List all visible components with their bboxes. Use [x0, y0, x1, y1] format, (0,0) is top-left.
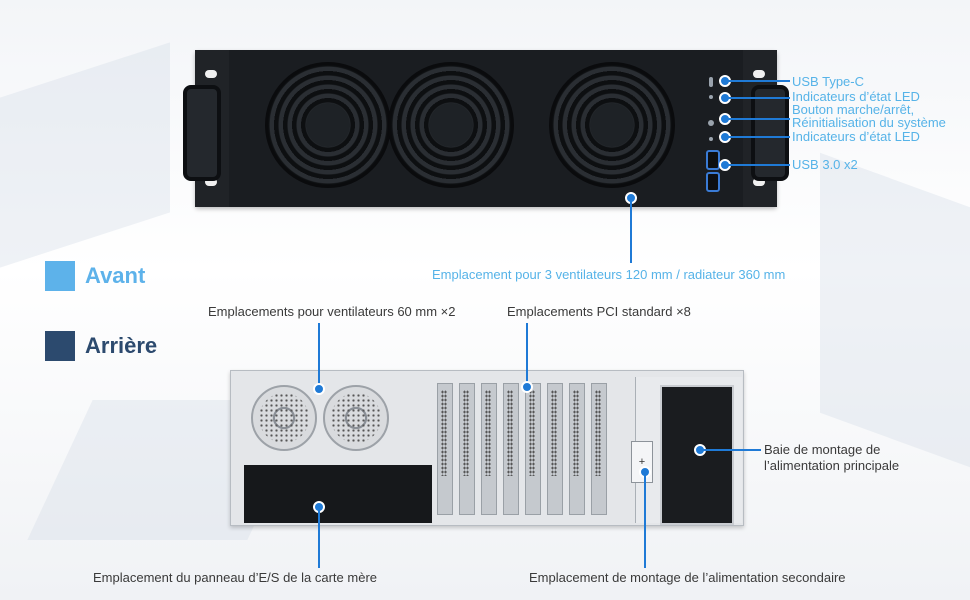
callout-line: [728, 118, 790, 120]
front-fan: [549, 62, 675, 188]
legend-rear-label: Arrière: [85, 333, 158, 358]
slot-vent: [485, 390, 491, 476]
legend-rear-swatch: [45, 331, 75, 361]
power-button: [708, 120, 714, 126]
label-power-button-line2: Réinitialisation du système: [792, 115, 946, 130]
slot-vent: [463, 390, 469, 476]
legend-front-label: Avant: [85, 263, 146, 288]
mount-hole: [753, 178, 765, 186]
callout-line: [630, 201, 632, 263]
label-led-indicators-1: Indicateurs d’état LED: [792, 89, 920, 104]
rear-panel-image: +: [230, 370, 744, 526]
callout-dot: [313, 383, 325, 395]
led-indicator: [709, 95, 713, 99]
slot-vent: [507, 390, 513, 476]
usb-c-port: [709, 77, 713, 87]
mount-hole: [753, 70, 765, 78]
pci-slot: [503, 383, 519, 515]
fan-grill: [331, 393, 381, 443]
pci-slot: [481, 383, 497, 515]
label-io-panel: Emplacement du panneau d’E/S de la carte…: [93, 570, 378, 585]
front-panel-image: [183, 50, 789, 207]
label-led-indicators-2: Indicateurs d’état LED: [792, 129, 920, 144]
usb3-port: [706, 150, 720, 170]
pci-slot: [591, 383, 607, 515]
label-psu-bay-line2: l’alimentation principale: [764, 458, 900, 473]
handle-left: [183, 85, 221, 181]
legend-front-swatch: [45, 261, 75, 291]
slot-vent: [551, 390, 557, 476]
callout-line: [318, 510, 320, 568]
led-indicator: [709, 137, 713, 141]
callout-line: [728, 97, 790, 99]
usb3-port: [706, 172, 720, 192]
io-panel-opening: [244, 465, 432, 523]
fan-hub: [429, 103, 473, 147]
callout-dot: [521, 381, 533, 393]
callout-line: [728, 136, 790, 138]
callout-line: [728, 80, 790, 82]
callout-line: [728, 164, 790, 166]
label-fan-slots: Emplacement pour 3 ventilateurs 120 mm /…: [432, 267, 786, 282]
rear-fan-60mm: [323, 385, 389, 451]
front-fan: [388, 62, 514, 188]
fan-grill: [259, 393, 309, 443]
rear-fan-60mm: [251, 385, 317, 451]
label-usb30: USB 3.0 x2: [792, 157, 858, 172]
handle-right: [751, 85, 789, 181]
callout-line: [318, 323, 320, 385]
front-fan: [265, 62, 391, 188]
fan-hub: [306, 103, 350, 147]
label-psu-secondary: Emplacement de montage de l’alimentation…: [529, 570, 846, 585]
front-io-column: [699, 75, 729, 195]
pci-slot: [459, 383, 475, 515]
label-usb-type-c: USB Type-C: [792, 74, 865, 89]
background-shape: [0, 42, 170, 268]
callout-line: [526, 323, 528, 385]
callout-line: [703, 449, 761, 451]
pci-slot: [437, 383, 453, 515]
mount-hole: [205, 70, 217, 78]
callout-line: [644, 475, 646, 568]
slot-vent: [573, 390, 579, 476]
slot-vent: [529, 390, 535, 476]
slot-vent: [441, 390, 447, 476]
label-fan-60mm: Emplacements pour ventilateurs 60 mm ×2: [208, 304, 456, 319]
label-psu-bay-line1: Baie de montage de: [764, 442, 881, 457]
label-pci-slots: Emplacements PCI standard ×8: [507, 304, 691, 319]
background-shape: [820, 152, 970, 468]
label-power-button-line1: Bouton marche/arrêt,: [792, 102, 915, 117]
pci-slot: [525, 383, 541, 515]
mount-hole: [205, 178, 217, 186]
pci-slot: [547, 383, 563, 515]
slot-vent: [595, 390, 601, 476]
pci-slot: [569, 383, 585, 515]
fan-hub: [590, 103, 634, 147]
